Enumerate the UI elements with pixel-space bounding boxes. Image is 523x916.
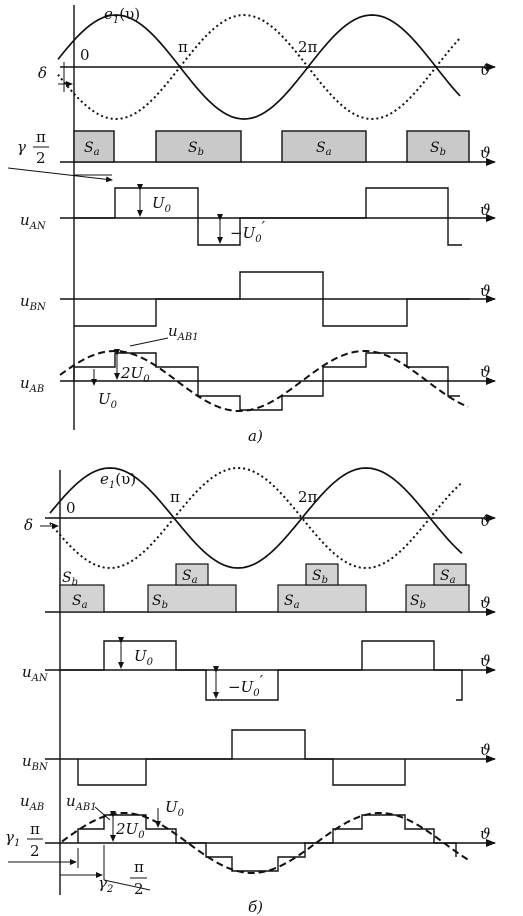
e1-label-a: e1(υ) (104, 5, 140, 26)
sa-label-b1: Sa (72, 593, 88, 611)
two-pi-label-a: 2π (298, 38, 318, 56)
u0-label-a: U0 (152, 194, 172, 215)
uab-row-b: uAB uAB1 2U0 U0 ϑ γ1 π 2 γ2 π 2 (5, 792, 496, 898)
gamma1-pi: π (30, 820, 40, 838)
sa-box-b2 (277, 584, 367, 613)
sa-top-b1 (175, 563, 209, 586)
caption-b: б) (248, 898, 263, 916)
theta-label-a4: ϑ (480, 282, 491, 300)
gamma-two-a: 2 (36, 149, 46, 167)
uab-row-a: uAB uAB1 2U0 U0 ϑ (20, 322, 496, 412)
sb-label-1: Sb (188, 140, 204, 158)
theta-label-a5: ϑ (480, 363, 491, 381)
ubn-waveform-b (77, 729, 406, 786)
two-u0-label-b: 2U0 (115, 820, 145, 841)
uan-label-b: uAN (22, 663, 49, 684)
gamma1-label: γ1 (5, 828, 20, 849)
sb-box-b1 (147, 584, 237, 613)
ubn-label-b: uBN (22, 752, 49, 773)
sa-label-top-b1: Sa (182, 568, 198, 586)
uab-label-a: uAB (20, 374, 44, 395)
gamma2-two: 2 (134, 880, 144, 898)
gamma-pi-a: π (36, 128, 46, 146)
uab1-leader-b (94, 806, 111, 821)
caption-a: а) (248, 427, 263, 445)
sb-top-b2 (305, 563, 339, 586)
switch-row-a: Sa Sb Sa Sb ϑ γ π 2 (7, 128, 496, 183)
sb-label-b1: Sb (152, 593, 168, 611)
uan-row-b: uAN U0 −U0′ ϑ (22, 637, 496, 701)
u0-label-b: U0 (134, 647, 154, 668)
two-u0-label-a: 2U0 (120, 364, 150, 385)
u0-label-ab-b: U0 (165, 798, 185, 819)
ubn-row-a: uBN ϑ (20, 271, 496, 327)
gamma2-leader (103, 879, 151, 891)
sa-top-b3 (433, 563, 467, 586)
gamma2-pi: π (134, 858, 144, 876)
ubn-waveform-a (74, 271, 470, 327)
sa-box-2 (281, 130, 367, 163)
panel-a: e1(υ) 0 π 2π ϑ δ Sa Sb Sa Sb ϑ γ π 2 (7, 5, 496, 445)
two-pi-label-b: 2π (298, 488, 318, 506)
delta-label-a: δ (38, 64, 47, 82)
ubn-row-b: uBN ϑ (22, 729, 496, 786)
sb-box-b3 (405, 584, 470, 613)
sa-label-b2: Sa (284, 593, 300, 611)
u0-label-ab-a: U0 (98, 390, 118, 411)
sb-label-2: Sb (430, 140, 446, 158)
theta-label-b3: ϑ (480, 652, 491, 670)
gamma-label-a: γ (17, 138, 26, 156)
sa-label-top-b3: Sa (440, 568, 456, 586)
theta-label-a3: ϑ (480, 201, 491, 219)
pi-label-a: π (178, 38, 188, 56)
sb-box-2 (406, 130, 470, 163)
uab1-fundamental-a (59, 350, 469, 412)
sb-label-b3: Sb (410, 593, 426, 611)
sb-label-top-b2: Sb (312, 568, 328, 586)
uab1-leader-a (129, 337, 169, 347)
e1-plot-a: e1(υ) 0 π 2π ϑ δ (38, 5, 496, 121)
theta-label-a1: ϑ (480, 61, 491, 79)
e1-dotted-b (49, 466, 463, 570)
e1-plot-b: e1(υ) 0 π 2π ϑ δ (24, 466, 496, 570)
e1-label-b: e1(υ) (100, 470, 136, 491)
theta-label-b5: ϑ (480, 825, 491, 843)
sa-label-2: Sa (316, 140, 332, 158)
uan-label-a: uAN (20, 211, 47, 232)
theta-label-b4: ϑ (480, 741, 491, 759)
uab1-label-b: uAB1 (66, 792, 97, 813)
e1-sine-a (57, 14, 461, 120)
uab1-fundamental-b (61, 812, 471, 874)
theta-label-b1: ϑ (480, 512, 491, 530)
ubn-label-a: uBN (20, 292, 47, 313)
zero-label-b: 0 (66, 499, 76, 517)
delta-label-b: δ (24, 516, 33, 534)
theta-label-b2: ϑ (480, 594, 491, 612)
pi-label-b: π (170, 488, 180, 506)
gamma1-two: 2 (30, 842, 40, 860)
uan-waveform-a (74, 187, 462, 246)
uab-waveform-a (73, 352, 460, 411)
gamma-leader-a (7, 167, 113, 183)
minus-u0p-label-b: −U0′ (228, 672, 264, 699)
e1-sine-b (49, 467, 463, 569)
sa-label-1: Sa (84, 140, 100, 158)
panel-b: e1(υ) 0 π 2π ϑ δ Sb Sa Sb Sa Sa Sb Sb Sa (5, 466, 496, 916)
uan-row-a: uAN U0 −U0′ ϑ (20, 184, 496, 246)
uan-waveform-b (60, 640, 463, 701)
sa-box-1 (73, 130, 115, 163)
sa-box-b1 (59, 584, 105, 613)
zero-label-a: 0 (80, 46, 90, 64)
theta-label-a2: ϑ (480, 144, 491, 162)
uab-label-b: uAB (20, 792, 44, 813)
switch-row-b: Sb Sa Sb Sa Sa Sb Sb Sa ϑ (45, 563, 496, 616)
sb-small-label: Sb (62, 570, 78, 588)
gamma2-label: γ2 (98, 874, 113, 895)
sb-box-1 (155, 130, 242, 163)
e1-dotted-a (57, 13, 461, 121)
minus-u0p-label-a: −U0′ (230, 218, 266, 245)
uab1-label-a: uAB1 (168, 322, 199, 343)
